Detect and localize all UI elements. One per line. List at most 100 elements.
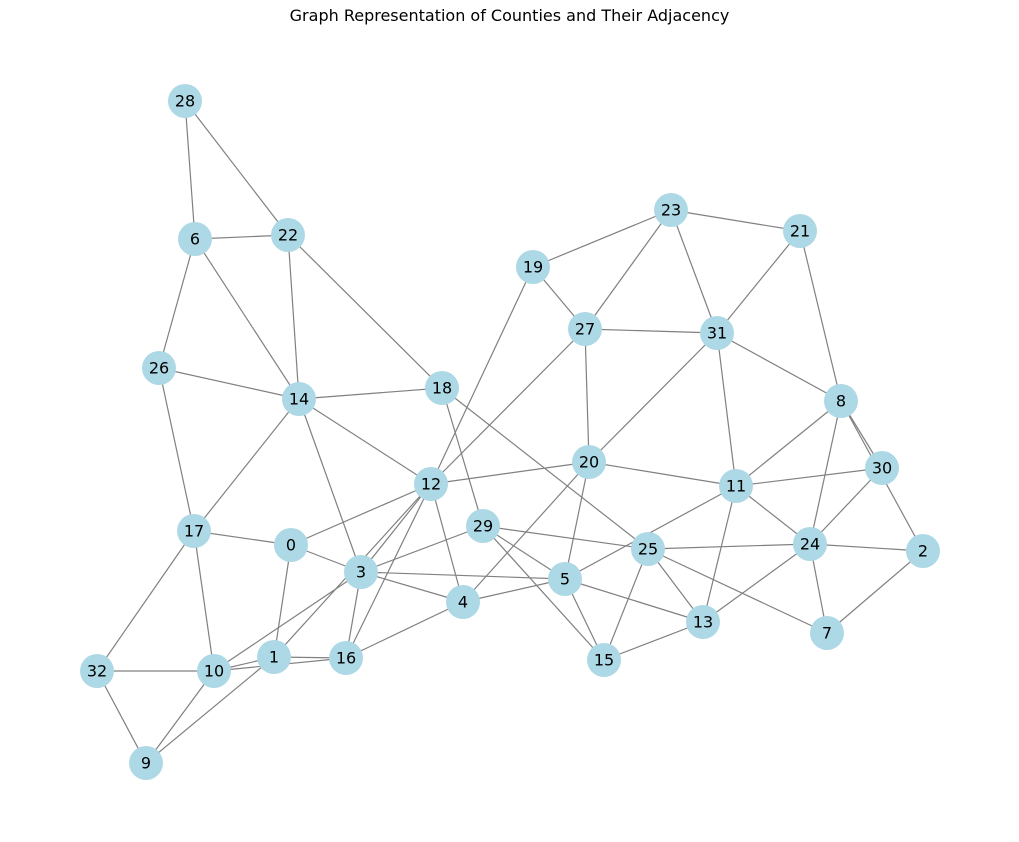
edge-26-17 [158,367,195,532]
edge-28-6 [184,100,196,240]
node-circle-31 [700,316,734,350]
node-9: 9 [129,746,163,780]
node-circle-24 [793,527,827,561]
node-label-13: 13 [693,613,713,632]
node-24: 24 [793,527,827,561]
edge-12-19 [430,266,534,485]
node-label-16: 16 [336,649,356,668]
edge-31-11 [716,332,737,487]
node-circle-13 [686,605,720,639]
node-6: 6 [178,222,212,256]
edge-26-14 [158,367,300,400]
edge-12-4 [430,483,464,603]
node-26: 26 [142,351,176,385]
node-circle-15 [587,643,621,677]
node-label-27: 27 [575,320,595,339]
edge-28-22 [184,100,289,236]
edge-5-20 [564,461,590,580]
node-22: 22 [271,218,305,252]
node-label-6: 6 [190,230,200,249]
edge-12-27 [430,328,586,485]
node-label-30: 30 [872,459,892,478]
node-32: 32 [80,654,114,688]
node-21: 21 [783,214,817,248]
edge-22-18 [287,234,443,389]
node-label-15: 15 [594,651,614,670]
node-circle-30 [865,451,899,485]
node-label-4: 4 [458,593,468,612]
node-circle-22 [271,218,305,252]
edge-24-13 [702,543,811,623]
node-29: 29 [466,509,500,543]
node-circle-16 [329,641,363,675]
edge-20-31 [588,332,718,463]
node-label-8: 8 [836,392,846,411]
node-27: 27 [568,312,602,346]
node-25: 25 [631,532,665,566]
node-8: 8 [824,384,858,418]
node-circle-3 [344,555,378,589]
node-2: 2 [906,534,940,568]
node-31: 31 [700,316,734,350]
node-13: 13 [686,605,720,639]
edge-18-29 [441,387,484,527]
edge-12-20 [430,461,590,485]
edge-8-24 [809,400,842,545]
node-14: 14 [282,382,316,416]
node-circle-1 [257,640,291,674]
edge-21-8 [799,230,842,402]
node-11: 11 [719,469,753,503]
node-label-31: 31 [707,324,727,343]
edge-23-31 [670,209,718,334]
edge-0-1 [273,544,292,658]
node-label-9: 9 [141,754,151,773]
node-4: 4 [446,585,480,619]
node-label-32: 32 [87,662,107,681]
node-16: 16 [329,641,363,675]
node-15: 15 [587,643,621,677]
node-circle-19 [516,250,550,284]
node-label-11: 11 [726,477,746,496]
edge-4-5 [462,578,566,603]
edge-3-5 [360,571,566,580]
node-label-20: 20 [579,453,599,472]
node-circle-21 [783,214,817,248]
node-circle-32 [80,654,114,688]
node-label-10: 10 [204,662,224,681]
node-circle-7 [810,616,844,650]
node-28: 28 [168,84,202,118]
edge-17-32 [96,530,195,672]
edge-14-18 [298,387,443,400]
edge-22-14 [287,234,300,400]
node-circle-4 [446,585,480,619]
node-label-26: 26 [149,359,169,378]
node-5: 5 [548,562,582,596]
edge-3-4 [360,571,464,603]
edge-24-2 [809,543,924,552]
node-label-29: 29 [473,517,493,536]
node-label-12: 12 [421,475,441,494]
node-circle-5 [548,562,582,596]
node-label-3: 3 [356,563,366,582]
node-12: 12 [414,467,448,501]
edge-12-16 [345,483,432,659]
node-circle-17 [177,514,211,548]
node-label-28: 28 [175,92,195,111]
node-label-0: 0 [286,536,296,555]
edge-2-7 [826,550,924,634]
edge-21-31 [716,230,801,334]
node-17: 17 [177,514,211,548]
node-10: 10 [197,654,231,688]
edge-29-15 [482,525,605,661]
edge-24-25 [647,543,811,550]
node-circle-18 [425,371,459,405]
edge-27-23 [584,209,672,330]
node-circle-20 [572,445,606,479]
edge-3-12 [360,483,432,573]
node-circle-28 [168,84,202,118]
edge-11-13 [702,485,737,623]
edge-0-12 [290,483,432,546]
node-circle-29 [466,509,500,543]
edge-19-23 [532,209,672,268]
